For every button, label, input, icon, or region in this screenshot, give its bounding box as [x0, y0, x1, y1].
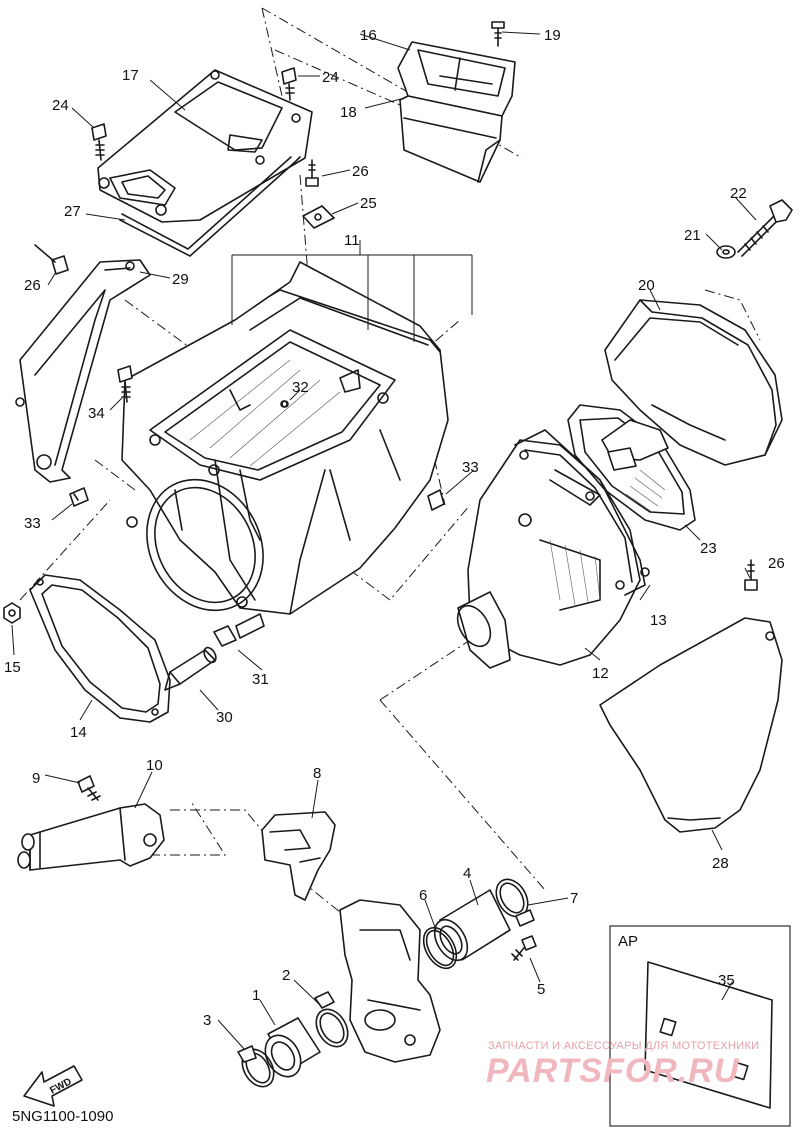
label-part-33-right: 33 [462, 459, 479, 476]
label-part-10: 10 [146, 757, 163, 774]
label-part-13: 13 [650, 612, 667, 629]
label-part-35: 35 [718, 972, 735, 989]
fwd-arrow-icon: FWD [23, 1065, 83, 1107]
part-33-clip-left [69, 487, 89, 507]
leader-lines [11, 31, 757, 1051]
part-33-clip-right [427, 489, 445, 511]
part-11-airbox [121, 261, 449, 615]
part-25-grommet [302, 205, 335, 229]
label-part-26-right: 26 [768, 555, 785, 572]
label-part-28: 28 [712, 855, 729, 872]
ap-inset-label: AP [618, 933, 638, 950]
part-10-breather [17, 803, 165, 871]
label-part-2: 2 [282, 967, 290, 984]
label-part-11: 11 [344, 232, 360, 249]
ap-inset: AP [609, 925, 791, 1127]
part-12-filter-case [456, 439, 641, 669]
label-part-34: 34 [88, 405, 105, 422]
label-part-7: 7 [570, 890, 578, 907]
label-part-31: 31 [252, 671, 269, 688]
label-part-29: 29 [172, 271, 189, 288]
part-1-joint [264, 1017, 321, 1078]
label-part-9: 9 [32, 770, 40, 787]
part-34-bolt [117, 365, 133, 403]
part-20-air-filter [604, 299, 783, 466]
part-27-seal [119, 156, 301, 257]
label-part-18: 18 [340, 104, 357, 121]
label-part-12: 12 [592, 665, 609, 682]
part-26-screw-right [744, 559, 758, 591]
part-26-screw-top [305, 159, 319, 187]
part-15-nut [3, 602, 21, 624]
label-part-33-left: 33 [24, 515, 41, 532]
part-19-screw [491, 21, 505, 47]
label-part-1: 1 [252, 987, 260, 1004]
part-5-screw [511, 935, 537, 961]
part-29-side-panel [15, 259, 151, 483]
part-30-drain-tube [164, 646, 217, 691]
part-24-bolt-left [91, 123, 107, 161]
part-24-bolt-right [281, 67, 297, 101]
label-part-8: 8 [313, 765, 321, 782]
label-part-4: 4 [463, 865, 471, 882]
part-28-side-cover [599, 617, 783, 833]
label-part-21: 21 [684, 227, 701, 244]
label-part-17: 17 [122, 67, 139, 84]
part-2-clamp [314, 991, 349, 1048]
label-part-15: 15 [4, 659, 21, 676]
label-part-26-top: 26 [352, 163, 369, 180]
carburetor [339, 899, 441, 1063]
label-part-24-left: 24 [52, 97, 69, 114]
part-3-clamp [237, 1045, 275, 1088]
label-part-27: 27 [64, 203, 81, 220]
label-part-22: 22 [730, 185, 747, 202]
label-part-5: 5 [537, 981, 545, 998]
part-22-wing-bolt [737, 199, 793, 257]
drawing-code: 5NG1100-1090 [12, 1108, 114, 1125]
label-part-20: 20 [638, 277, 655, 294]
part-31-clamp [213, 613, 265, 647]
label-part-32: 32 [292, 379, 309, 396]
label-part-14: 14 [70, 724, 87, 741]
label-part-16: 16 [360, 27, 377, 44]
part-13-filter-guide [514, 429, 650, 596]
label-part-6: 6 [419, 887, 427, 904]
part-6-oring [422, 926, 458, 970]
part-9-bolt [77, 775, 101, 801]
part-26-screw-left [34, 244, 69, 275]
part-number-labels: 1 2 3 4 5 6 7 8 9 10 11 12 13 14 15 16 1… [4, 27, 785, 1029]
label-part-23: 23 [700, 540, 717, 557]
watermark-brand: PARTSFOR.RU [486, 1052, 740, 1090]
part-23-filter-frame [567, 404, 696, 531]
part-17-airbox-cover [97, 69, 313, 223]
part-16-18-intake-duct [397, 41, 516, 183]
part-14-gasket [29, 574, 171, 723]
label-part-24-right: 24 [322, 69, 339, 86]
part-8-bracket [261, 811, 336, 901]
label-part-19: 19 [544, 27, 561, 44]
label-part-3: 3 [203, 1012, 211, 1029]
label-part-26-left: 26 [24, 277, 41, 294]
watermark-caption: ЗАПЧАСТИ И АКСЕССУАРЫ ДЛЯ МОТОТЕХНИКИ [488, 1040, 760, 1052]
part-32-screw [280, 400, 288, 408]
label-part-25: 25 [360, 195, 377, 212]
part-7-clamp [495, 878, 535, 927]
label-part-30: 30 [216, 709, 233, 726]
